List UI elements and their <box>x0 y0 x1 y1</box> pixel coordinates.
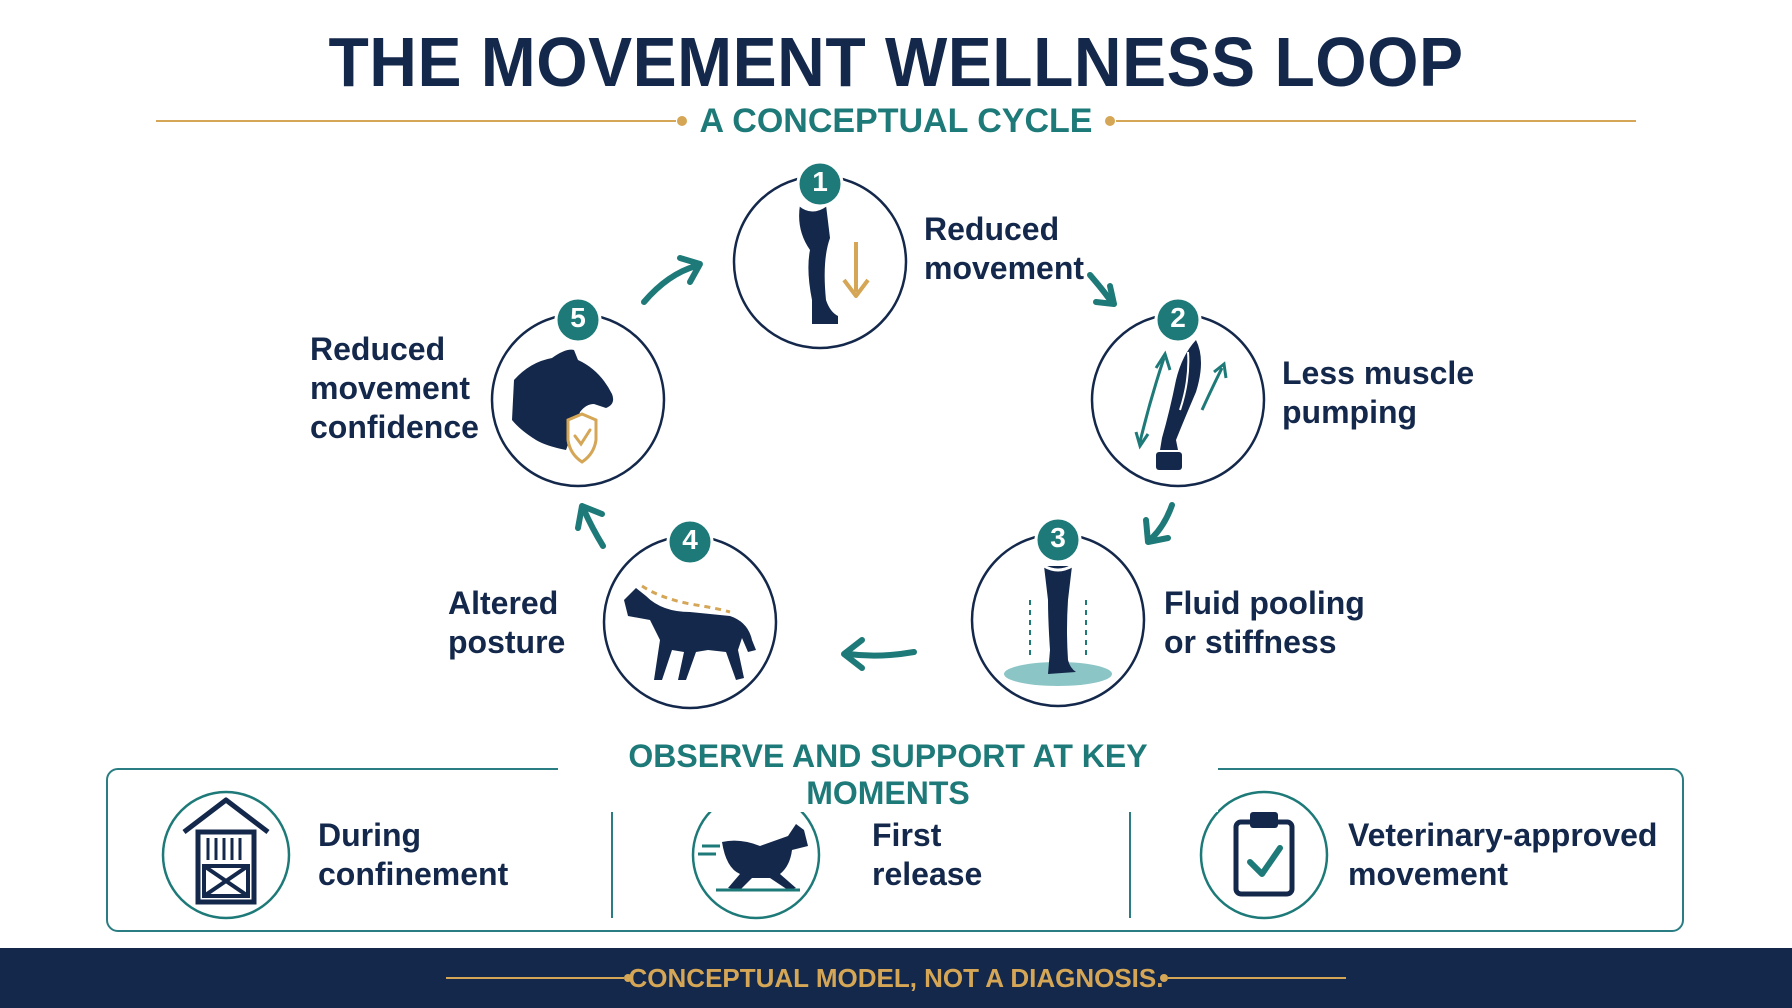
horse-head-shield-icon <box>512 349 614 464</box>
step-4-number: 4 <box>682 524 698 555</box>
page-subtitle: A CONCEPTUAL CYCLE <box>699 102 1093 140</box>
arrow-3-to-4 <box>841 637 917 671</box>
walking-horse-icon <box>624 584 756 680</box>
step-5-number: 5 <box>570 302 586 333</box>
step-5-node <box>490 296 666 488</box>
step-3-number: 3 <box>1050 522 1066 553</box>
step-4-label: Altered posture <box>448 585 566 660</box>
step-1-number: 1 <box>812 166 828 197</box>
subtitle-divider <box>156 116 1636 126</box>
support-item-first-release-label: First release <box>872 817 983 892</box>
footer-disclaimer: CONCEPTUAL MODEL, NOT A DIAGNOSIS. <box>628 963 1164 993</box>
support-item-confinement-label: During confinement <box>318 817 509 892</box>
step-5-label: Reduced movement confidence <box>310 331 479 445</box>
clipboard-check-icon <box>1199 790 1329 920</box>
step-1-node <box>732 160 908 350</box>
step-2-node <box>1090 296 1266 488</box>
arrow-2-to-3 <box>1143 502 1175 545</box>
step-2-number: 2 <box>1170 302 1186 333</box>
support-panel-title: OBSERVE AND SUPPORT AT KEY MOMENTS <box>558 738 1218 812</box>
arrow-4-to-5 <box>575 503 606 549</box>
step-1-label: Reduced movement <box>924 211 1085 286</box>
running-horse-icon <box>691 790 821 920</box>
leg-pooling-icon <box>1004 564 1112 686</box>
footer-ornament <box>446 974 1346 982</box>
arrow-1-to-2 <box>1087 272 1117 307</box>
step-3-node <box>970 516 1146 708</box>
step-2-label: Less muscle pumping <box>1282 355 1475 430</box>
footer-bar <box>0 948 1792 1008</box>
support-item-vet-movement-label: Veterinary-approved movement <box>1348 817 1658 892</box>
stable-icon <box>161 790 291 920</box>
muscle-leg-icon <box>1134 340 1228 470</box>
arrow-5-to-1 <box>641 255 703 305</box>
step-4-node <box>602 518 778 710</box>
step-3-label: Fluid pooling or stiffness <box>1164 585 1365 660</box>
cycle-arrows <box>575 255 1175 671</box>
page-title: THE MOVEMENT WELLNESS LOOP <box>328 23 1464 101</box>
